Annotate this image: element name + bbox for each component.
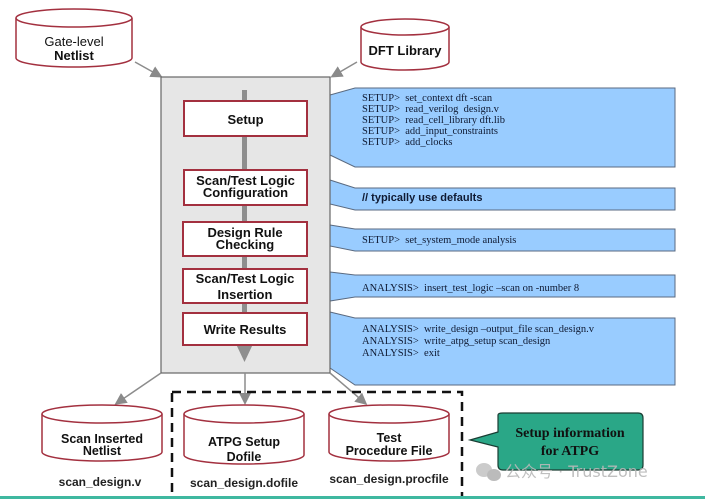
step-insertion-line2: Insertion: [218, 287, 273, 302]
gate-level-netlist-cylinder: Gate-level Netlist: [15, 8, 133, 68]
step-setup-label: Setup: [227, 112, 263, 127]
bottom-rule: [0, 496, 705, 499]
step-drc-line1: Design Rule: [207, 225, 282, 240]
out1-line1: ATPG Setup: [208, 435, 280, 449]
watermark-text: 公众号 · TrustZone: [505, 462, 648, 481]
out0-file: scan_design.v: [59, 475, 142, 489]
command-block-1: // typically use defaults: [362, 192, 482, 204]
library-label: DFT Library: [369, 43, 443, 58]
out1-file: scan_design.dofile: [190, 476, 298, 490]
command-line: ANALYSIS> insert_test_logic –scan on -nu…: [362, 283, 579, 294]
out1-line2: Dofile: [227, 450, 262, 464]
flow-down-arrow: [236, 344, 253, 362]
atpg-outputs-group: [170, 390, 464, 499]
command-line: ANALYSIS> write_atpg_setup scan_design: [362, 336, 551, 347]
setup-info-callout: Setup information for ATPG: [467, 412, 644, 471]
out2-line2: Procedure File: [346, 444, 433, 458]
netlist-label-line2: Netlist: [54, 48, 94, 63]
command-line: SETUP> set_context dft -scan: [362, 93, 493, 104]
flow-step-setup: Setup: [183, 100, 308, 137]
dft-library-cylinder: DFT Library: [360, 18, 450, 71]
command-line: ANALYSIS> exit: [362, 348, 440, 359]
panel-to-netlist-output-arrow: [114, 372, 162, 405]
step-write-label: Write Results: [204, 322, 287, 337]
wechat-icon: [476, 463, 501, 481]
flow-step-drc: Design Rule Checking: [182, 221, 308, 257]
command-line: SETUP> read_verilog design.v: [362, 104, 500, 115]
flow-step-write-results: Write Results: [182, 312, 308, 346]
command-line: // typically use defaults: [362, 192, 482, 204]
library-to-panel-arrow: [330, 61, 358, 78]
command-line: SETUP> add_input_constraints: [362, 126, 498, 137]
callout-line1: Setup information: [515, 426, 625, 441]
flow-step-insertion: Scan/Test Logic Insertion: [182, 268, 308, 304]
command-block-3: ANALYSIS> insert_test_logic –scan on -nu…: [362, 283, 579, 294]
command-block-2: SETUP> set_system_mode analysis: [362, 235, 516, 246]
watermark: 公众号 · TrustZone: [476, 462, 648, 481]
out0-line1: Scan Inserted: [61, 432, 143, 446]
out0-line2: Netlist: [83, 444, 122, 458]
command-line: ANALYSIS> write_design –output_file scan…: [362, 324, 595, 335]
output-scan-inserted-netlist: Scan Inserted Netlist scan_design.v: [41, 404, 163, 489]
step-config-line2: Configuration: [203, 185, 288, 200]
output-test-procedure-file: Test Procedure File scan_design.procfile: [328, 404, 450, 486]
step-insertion-line1: Scan/Test Logic: [196, 271, 295, 286]
netlist-label-line1: Gate-level: [44, 34, 103, 49]
output-atpg-setup-dofile: ATPG Setup Dofile scan_design.dofile: [183, 404, 305, 490]
command-line: SETUP> set_system_mode analysis: [362, 235, 516, 246]
netlist-to-panel-arrow: [134, 61, 163, 78]
out2-file: scan_design.procfile: [329, 472, 449, 486]
callout-line2: for ATPG: [541, 444, 599, 459]
command-line: SETUP> add_clocks: [362, 137, 453, 148]
flow-step-configuration: Scan/Test Logic Configuration: [183, 169, 308, 206]
step-drc-line2: Checking: [216, 237, 275, 252]
out2-line1: Test: [377, 431, 403, 445]
flow-spine: [242, 90, 247, 345]
command-block-4: ANALYSIS> write_design –output_file scan…: [362, 324, 595, 359]
panel-to-procfile-arrow: [329, 372, 368, 405]
command-line: SETUP> read_cell_library dft.lib: [362, 115, 505, 126]
step-config-line1: Scan/Test Logic: [196, 173, 295, 188]
